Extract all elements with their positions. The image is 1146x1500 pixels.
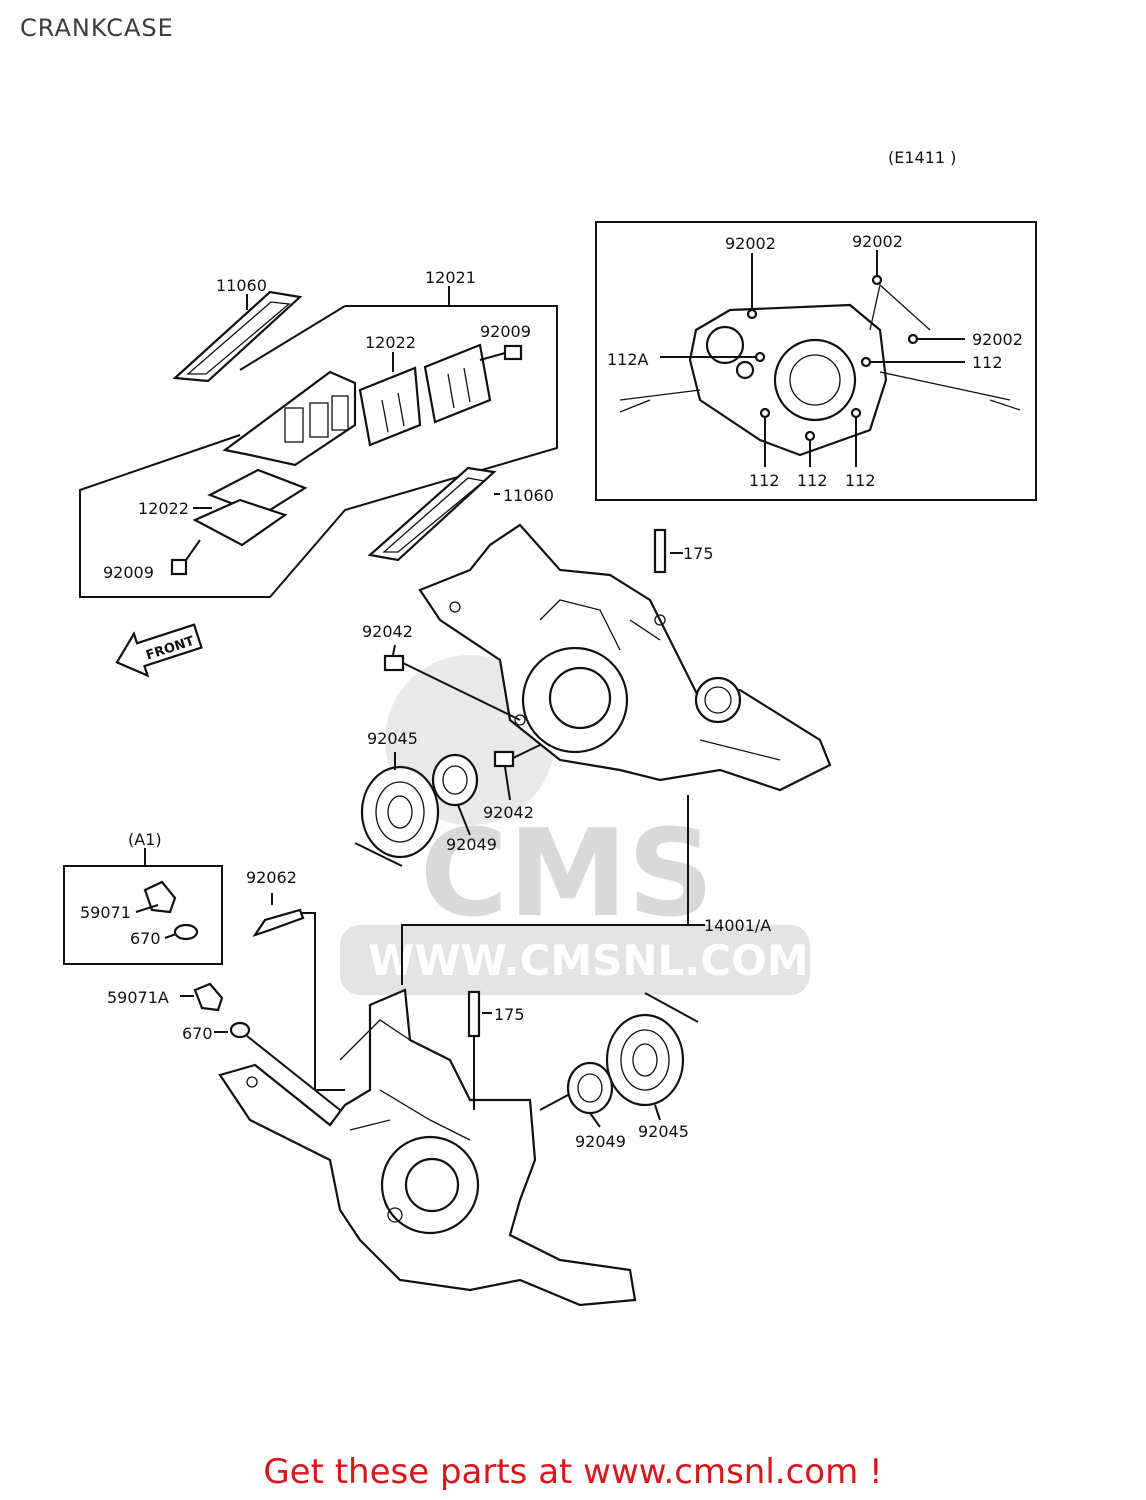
label-14001A: 14001/A <box>704 916 771 935</box>
label-92042-b: 92042 <box>483 803 534 822</box>
label-a1: (A1) <box>128 830 162 849</box>
crankcase-set-bracket <box>401 795 705 985</box>
crankcase-half-left <box>218 988 637 1307</box>
screw-92009-top <box>479 344 523 361</box>
label-92049-upper: 92049 <box>446 835 497 854</box>
label-92009-bottom: 92009 <box>103 563 154 582</box>
label-112-bottom-3: 112 <box>845 471 876 490</box>
label-59071: 59071 <box>80 903 131 922</box>
screw-92009-bottom <box>170 539 201 576</box>
part-number-labels: 11060 12021 12022 92009 12022 92009 1106… <box>80 232 1023 1151</box>
label-12022-top: 12022 <box>365 333 416 352</box>
stud-175-upper <box>653 528 683 574</box>
label-11060-lower: 11060 <box>503 486 554 505</box>
label-92045-upper: 92045 <box>367 729 418 748</box>
footer-cta[interactable]: Get these parts at www.cmsnl.com ! <box>263 1452 883 1492</box>
front-arrow-icon: FRONT <box>115 623 203 678</box>
label-92002-a: 92002 <box>725 234 776 253</box>
label-112-bottom-2: 112 <box>797 471 828 490</box>
bearing-92045-upper <box>354 752 440 867</box>
label-12022-bottom: 12022 <box>138 499 189 518</box>
label-175-lower: 175 <box>494 1005 525 1024</box>
watermark-url: WWW.CMSNL.COM <box>368 936 809 985</box>
reed-block-12021 <box>222 370 357 467</box>
inset-crankcase-view <box>595 221 1037 501</box>
label-59071A: 59071A <box>107 988 169 1007</box>
gasket-11060-lower <box>367 466 500 562</box>
watermark-brand: CMS <box>420 805 714 944</box>
diagram-code: (E1411 ) <box>888 148 956 167</box>
label-92002-c: 92002 <box>972 330 1023 349</box>
label-92002-b: 92002 <box>852 232 903 251</box>
label-92045-lower: 92045 <box>638 1122 689 1141</box>
stud-175-lower <box>467 990 492 1110</box>
gasket-11060-top <box>172 290 303 383</box>
label-175-upper: 175 <box>683 544 714 563</box>
label-112-right: 112 <box>972 353 1003 372</box>
plug-92062 <box>252 893 345 1091</box>
cmsnl-watermark: CMS WWW.CMSNL.COM <box>340 655 810 995</box>
dowel-92042-b <box>493 750 515 801</box>
reed-petals-12022-bottom <box>192 468 308 547</box>
label-12021: 12021 <box>425 268 476 287</box>
plug-59071A <box>180 982 341 1111</box>
label-92009-top: 92009 <box>480 322 531 341</box>
label-112-bottom-1: 112 <box>749 471 780 490</box>
dowel-92042-a <box>383 644 405 672</box>
reed-petals-12022-top <box>358 343 492 447</box>
bearing-92045-lower <box>605 992 699 1121</box>
page-title: CRANKCASE <box>20 14 174 42</box>
label-11060-top: 11060 <box>216 276 267 295</box>
label-112A: 112A <box>607 350 649 369</box>
crankcase-half-right <box>418 523 832 792</box>
label-92042-a: 92042 <box>362 622 413 641</box>
reed-valve-group <box>79 286 558 598</box>
oil-seal-92049-upper <box>431 753 479 836</box>
label-92062: 92062 <box>246 868 297 887</box>
oil-seal-92049-lower <box>539 1061 614 1128</box>
label-92049-lower: 92049 <box>575 1132 626 1151</box>
variant-a1-box <box>63 848 223 965</box>
label-670-a: 670 <box>130 929 161 948</box>
label-670-b: 670 <box>182 1024 213 1043</box>
